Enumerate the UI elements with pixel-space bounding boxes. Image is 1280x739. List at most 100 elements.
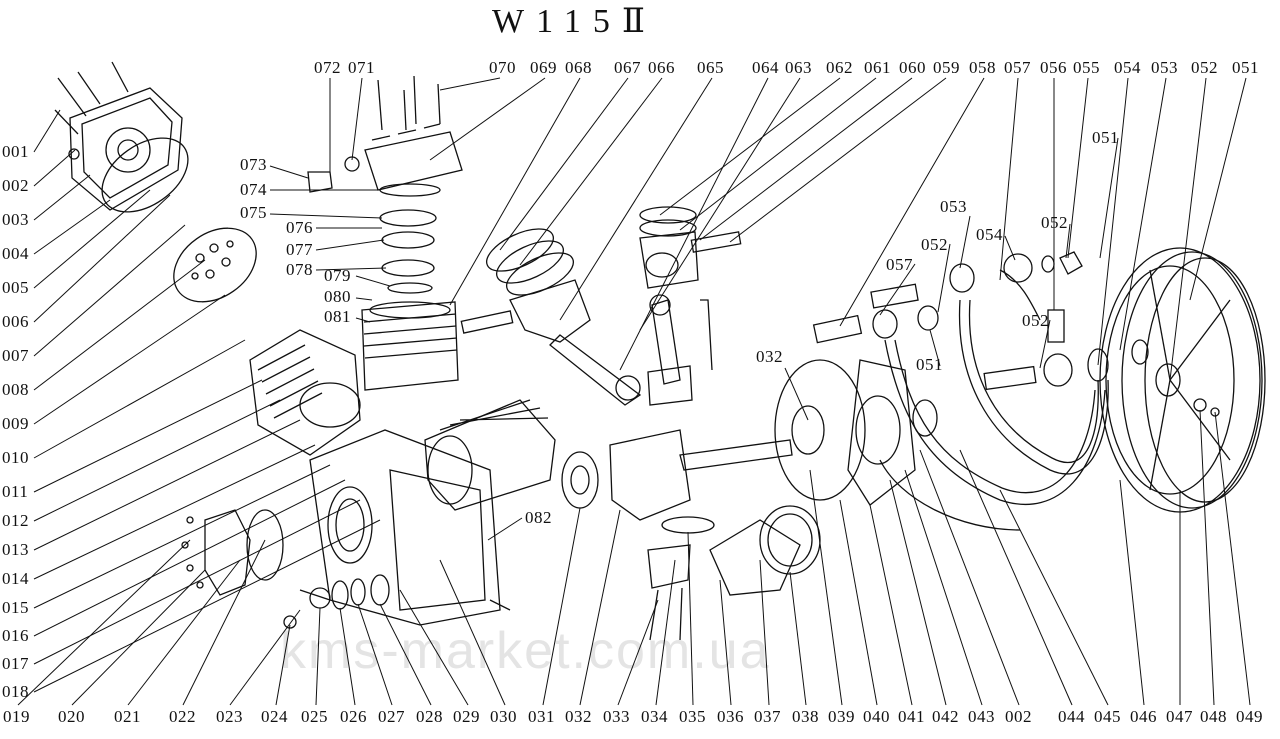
part-label: 051	[1232, 58, 1259, 77]
leader-lines	[17, 77, 1251, 706]
leader-line	[33, 499, 361, 665]
leader-line	[937, 243, 951, 313]
part-label: 073	[240, 155, 267, 174]
part-label: 002	[2, 176, 29, 195]
leader-line	[904, 469, 983, 706]
leader-line	[33, 379, 263, 493]
part-label: 030	[490, 707, 517, 726]
part-label: 012	[2, 511, 29, 530]
part-label: 075	[240, 203, 267, 222]
part-label: 069	[530, 58, 557, 77]
part-label: 034	[641, 707, 668, 726]
part-label: 032	[565, 707, 592, 726]
leader-line	[889, 479, 947, 706]
part-label: 074	[240, 180, 267, 199]
pulley	[1099, 247, 1266, 513]
part-label: 002	[1005, 707, 1032, 726]
leader-line	[809, 469, 843, 706]
leader-line	[439, 559, 506, 706]
part-label: 079	[324, 266, 351, 285]
leader-line	[1119, 77, 1167, 351]
leader-line	[1099, 137, 1119, 259]
leader-line	[719, 579, 732, 706]
part-label: 053	[940, 197, 967, 216]
leader-line	[357, 603, 393, 706]
part-label: 031	[528, 707, 555, 726]
leader-line	[1189, 77, 1247, 301]
part-label: 011	[2, 482, 28, 501]
leader-line	[959, 449, 1073, 706]
leader-line	[17, 539, 191, 706]
leader-line	[355, 317, 371, 323]
part-label: 051	[916, 355, 943, 374]
part-label: 004	[2, 244, 29, 263]
leader-line	[1214, 411, 1251, 706]
left-cylinder	[249, 329, 361, 456]
part-label: 022	[169, 707, 196, 726]
diagram-title: W115Ⅱ	[492, 3, 657, 40]
watermark: kms-market.com.ua	[280, 622, 771, 680]
part-label: 052	[921, 235, 948, 254]
part-label: 062	[826, 58, 853, 77]
left-piston	[460, 228, 642, 406]
part-label: 003	[2, 210, 29, 229]
leader-line	[33, 294, 226, 425]
leader-line	[869, 504, 913, 706]
part-label: 039	[828, 707, 855, 726]
part-label: 029	[453, 707, 480, 726]
leader-line	[351, 77, 363, 161]
left-cylinder-head	[54, 61, 183, 211]
cooling-pipes	[879, 269, 1109, 531]
leader-line	[339, 607, 356, 706]
leader-line	[617, 599, 659, 706]
part-label: 049	[1236, 707, 1263, 726]
leader-line	[399, 589, 469, 706]
part-label: 025	[301, 707, 328, 726]
part-label: 058	[969, 58, 996, 77]
part-label: 081	[324, 307, 351, 326]
part-label: 080	[324, 287, 351, 306]
part-label: 064	[752, 58, 779, 77]
part-label: 060	[899, 58, 926, 77]
leader-line	[33, 224, 186, 357]
leader-line	[789, 571, 807, 706]
part-label: 072	[314, 58, 341, 77]
part-label: 036	[717, 707, 744, 726]
leader-line	[71, 569, 206, 706]
part-label: 014	[2, 569, 29, 588]
crankshaft	[561, 429, 793, 534]
leader-line	[33, 464, 331, 609]
part-label: 040	[863, 707, 890, 726]
connecting-rods	[647, 294, 713, 641]
part-label: 056	[1040, 58, 1067, 77]
part-label: 077	[286, 240, 313, 259]
leader-line	[33, 109, 61, 153]
part-label: 059	[933, 58, 960, 77]
leader-line	[33, 399, 281, 522]
part-label: 055	[1073, 58, 1100, 77]
leader-line	[1004, 235, 1016, 261]
leader-line	[879, 263, 916, 316]
part-label: 023	[216, 707, 243, 726]
leader-line	[659, 77, 841, 216]
leader-line	[33, 174, 91, 221]
leader-line	[127, 559, 241, 706]
part-label: 006	[2, 312, 29, 331]
leader-line	[315, 239, 385, 251]
leader-line	[499, 77, 629, 251]
leader-line	[33, 339, 246, 459]
part-label: 078	[286, 260, 313, 279]
leader-line	[182, 539, 266, 706]
leader-line	[839, 499, 878, 706]
leader-line	[999, 77, 1019, 281]
leader-line	[959, 215, 971, 269]
leader-line	[33, 189, 151, 289]
part-label: 054	[976, 225, 1003, 244]
part-label: 041	[898, 707, 925, 726]
leader-line	[579, 509, 621, 706]
part-label: 021	[114, 707, 141, 726]
part-label: 005	[2, 278, 29, 297]
part-label: 028	[416, 707, 443, 726]
